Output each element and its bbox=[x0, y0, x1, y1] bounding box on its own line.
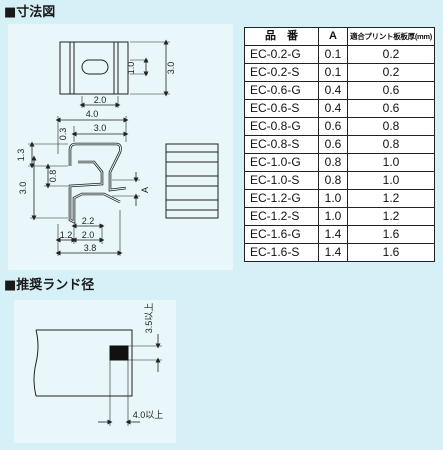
dim-top-height-small: 1.0 bbox=[126, 62, 136, 75]
cell-part-number: EC-0.6-G bbox=[244, 81, 319, 100]
dimension-drawing-panel: 1.0 3.0 2.0 4.0 0.3 3.0 1.3 0.8 3.0 A 2.… bbox=[8, 24, 233, 270]
cell-board: 1.2 bbox=[347, 189, 435, 208]
dim-top-width: 2.0 bbox=[94, 95, 107, 105]
cell-board: 0.8 bbox=[347, 135, 435, 154]
cell-board: 0.8 bbox=[347, 117, 435, 136]
cell-part-number: EC-1.2-G bbox=[244, 189, 319, 208]
header-a: A bbox=[318, 27, 348, 46]
cell-board: 1.0 bbox=[347, 153, 435, 172]
header-board-thickness: 適合プリント板板厚(mm) bbox=[347, 27, 435, 46]
cell-board: 1.2 bbox=[347, 207, 435, 226]
dim-side-height-mid: 0.8 bbox=[48, 170, 58, 183]
land-horizontal-label: 4.0以上 bbox=[133, 410, 164, 420]
cell-a: 0.8 bbox=[318, 153, 348, 172]
dim-side-a: A bbox=[140, 187, 150, 193]
cell-a: 0.4 bbox=[318, 81, 348, 100]
cell-a: 0.8 bbox=[318, 171, 348, 190]
cell-part-number: EC-0.8-S bbox=[244, 135, 319, 154]
land-drawing-panel: 3.5以上 4.0以上 bbox=[14, 300, 176, 443]
front-view-outline bbox=[165, 143, 219, 219]
top-view-slot bbox=[81, 59, 109, 75]
cell-board: 1.6 bbox=[347, 243, 435, 262]
dim-side-gap: 0.3 bbox=[58, 128, 68, 141]
top-view bbox=[59, 39, 170, 108]
cell-a: 1.4 bbox=[318, 243, 348, 262]
land-heading: ■推奨ランド径 bbox=[4, 278, 95, 293]
cell-board: 1.0 bbox=[347, 171, 435, 190]
cell-a: 1.0 bbox=[318, 189, 348, 208]
cell-part-number: EC-0.2-S bbox=[244, 63, 319, 82]
cell-a: 0.1 bbox=[318, 45, 348, 64]
land-pad bbox=[109, 345, 129, 361]
cell-board: 0.2 bbox=[347, 63, 435, 82]
cell-part-number: EC-0.6-S bbox=[244, 99, 319, 118]
front-view bbox=[165, 143, 219, 219]
cell-board: 0.6 bbox=[347, 99, 435, 118]
dimensions-heading: ■寸法図 bbox=[4, 5, 56, 20]
land-drawing: 3.5以上 4.0以上 bbox=[33, 303, 164, 426]
cell-board: 1.6 bbox=[347, 225, 435, 244]
cell-a: 0.6 bbox=[318, 117, 348, 136]
land-vertical-label: 3.5以上 bbox=[144, 303, 154, 334]
cell-part-number: EC-1.0-S bbox=[244, 171, 319, 190]
cell-board: 0.6 bbox=[347, 81, 435, 100]
cell-part-number: EC-1.6-G bbox=[244, 225, 319, 244]
dim-side-height-top: 1.3 bbox=[16, 149, 26, 162]
cell-a: 0.6 bbox=[318, 135, 348, 154]
cell-part-number: EC-0.2-G bbox=[244, 45, 319, 64]
cell-a: 1.4 bbox=[318, 225, 348, 244]
dim-side-total-width: 4.0 bbox=[86, 109, 99, 119]
dim-bottom-mid: 2.0 bbox=[82, 230, 95, 240]
cell-part-number: EC-1.2-S bbox=[244, 207, 319, 226]
dimension-drawing: 1.0 3.0 2.0 4.0 0.3 3.0 1.3 0.8 3.0 A 2.… bbox=[16, 39, 219, 256]
dim-top-height: 3.0 bbox=[166, 62, 176, 75]
cell-part-number: EC-1.0-G bbox=[244, 153, 319, 172]
pcb-outline bbox=[36, 329, 133, 397]
pcb-break-line bbox=[33, 329, 39, 397]
dim-bottom-left: 1.2 bbox=[60, 230, 73, 240]
cell-board: 0.2 bbox=[347, 45, 435, 64]
dim-bottom-total: 3.8 bbox=[84, 243, 97, 253]
cell-a: 1.0 bbox=[318, 207, 348, 226]
cell-part-number: EC-0.8-G bbox=[244, 117, 319, 136]
top-view-outline bbox=[59, 41, 129, 95]
dim-bottom-offset: 2.2 bbox=[82, 216, 95, 226]
dim-side-inner-width: 3.0 bbox=[94, 123, 107, 133]
cell-a: 0.1 bbox=[318, 63, 348, 82]
spec-table-header-row: 品 番 A 適合プリント板板厚(mm) bbox=[244, 27, 435, 46]
side-view bbox=[28, 116, 140, 256]
cell-part-number: EC-1.6-S bbox=[244, 243, 319, 262]
header-part-number: 品 番 bbox=[244, 27, 319, 46]
dim-side-total-height: 3.0 bbox=[18, 182, 28, 195]
cell-a: 0.4 bbox=[318, 99, 348, 118]
